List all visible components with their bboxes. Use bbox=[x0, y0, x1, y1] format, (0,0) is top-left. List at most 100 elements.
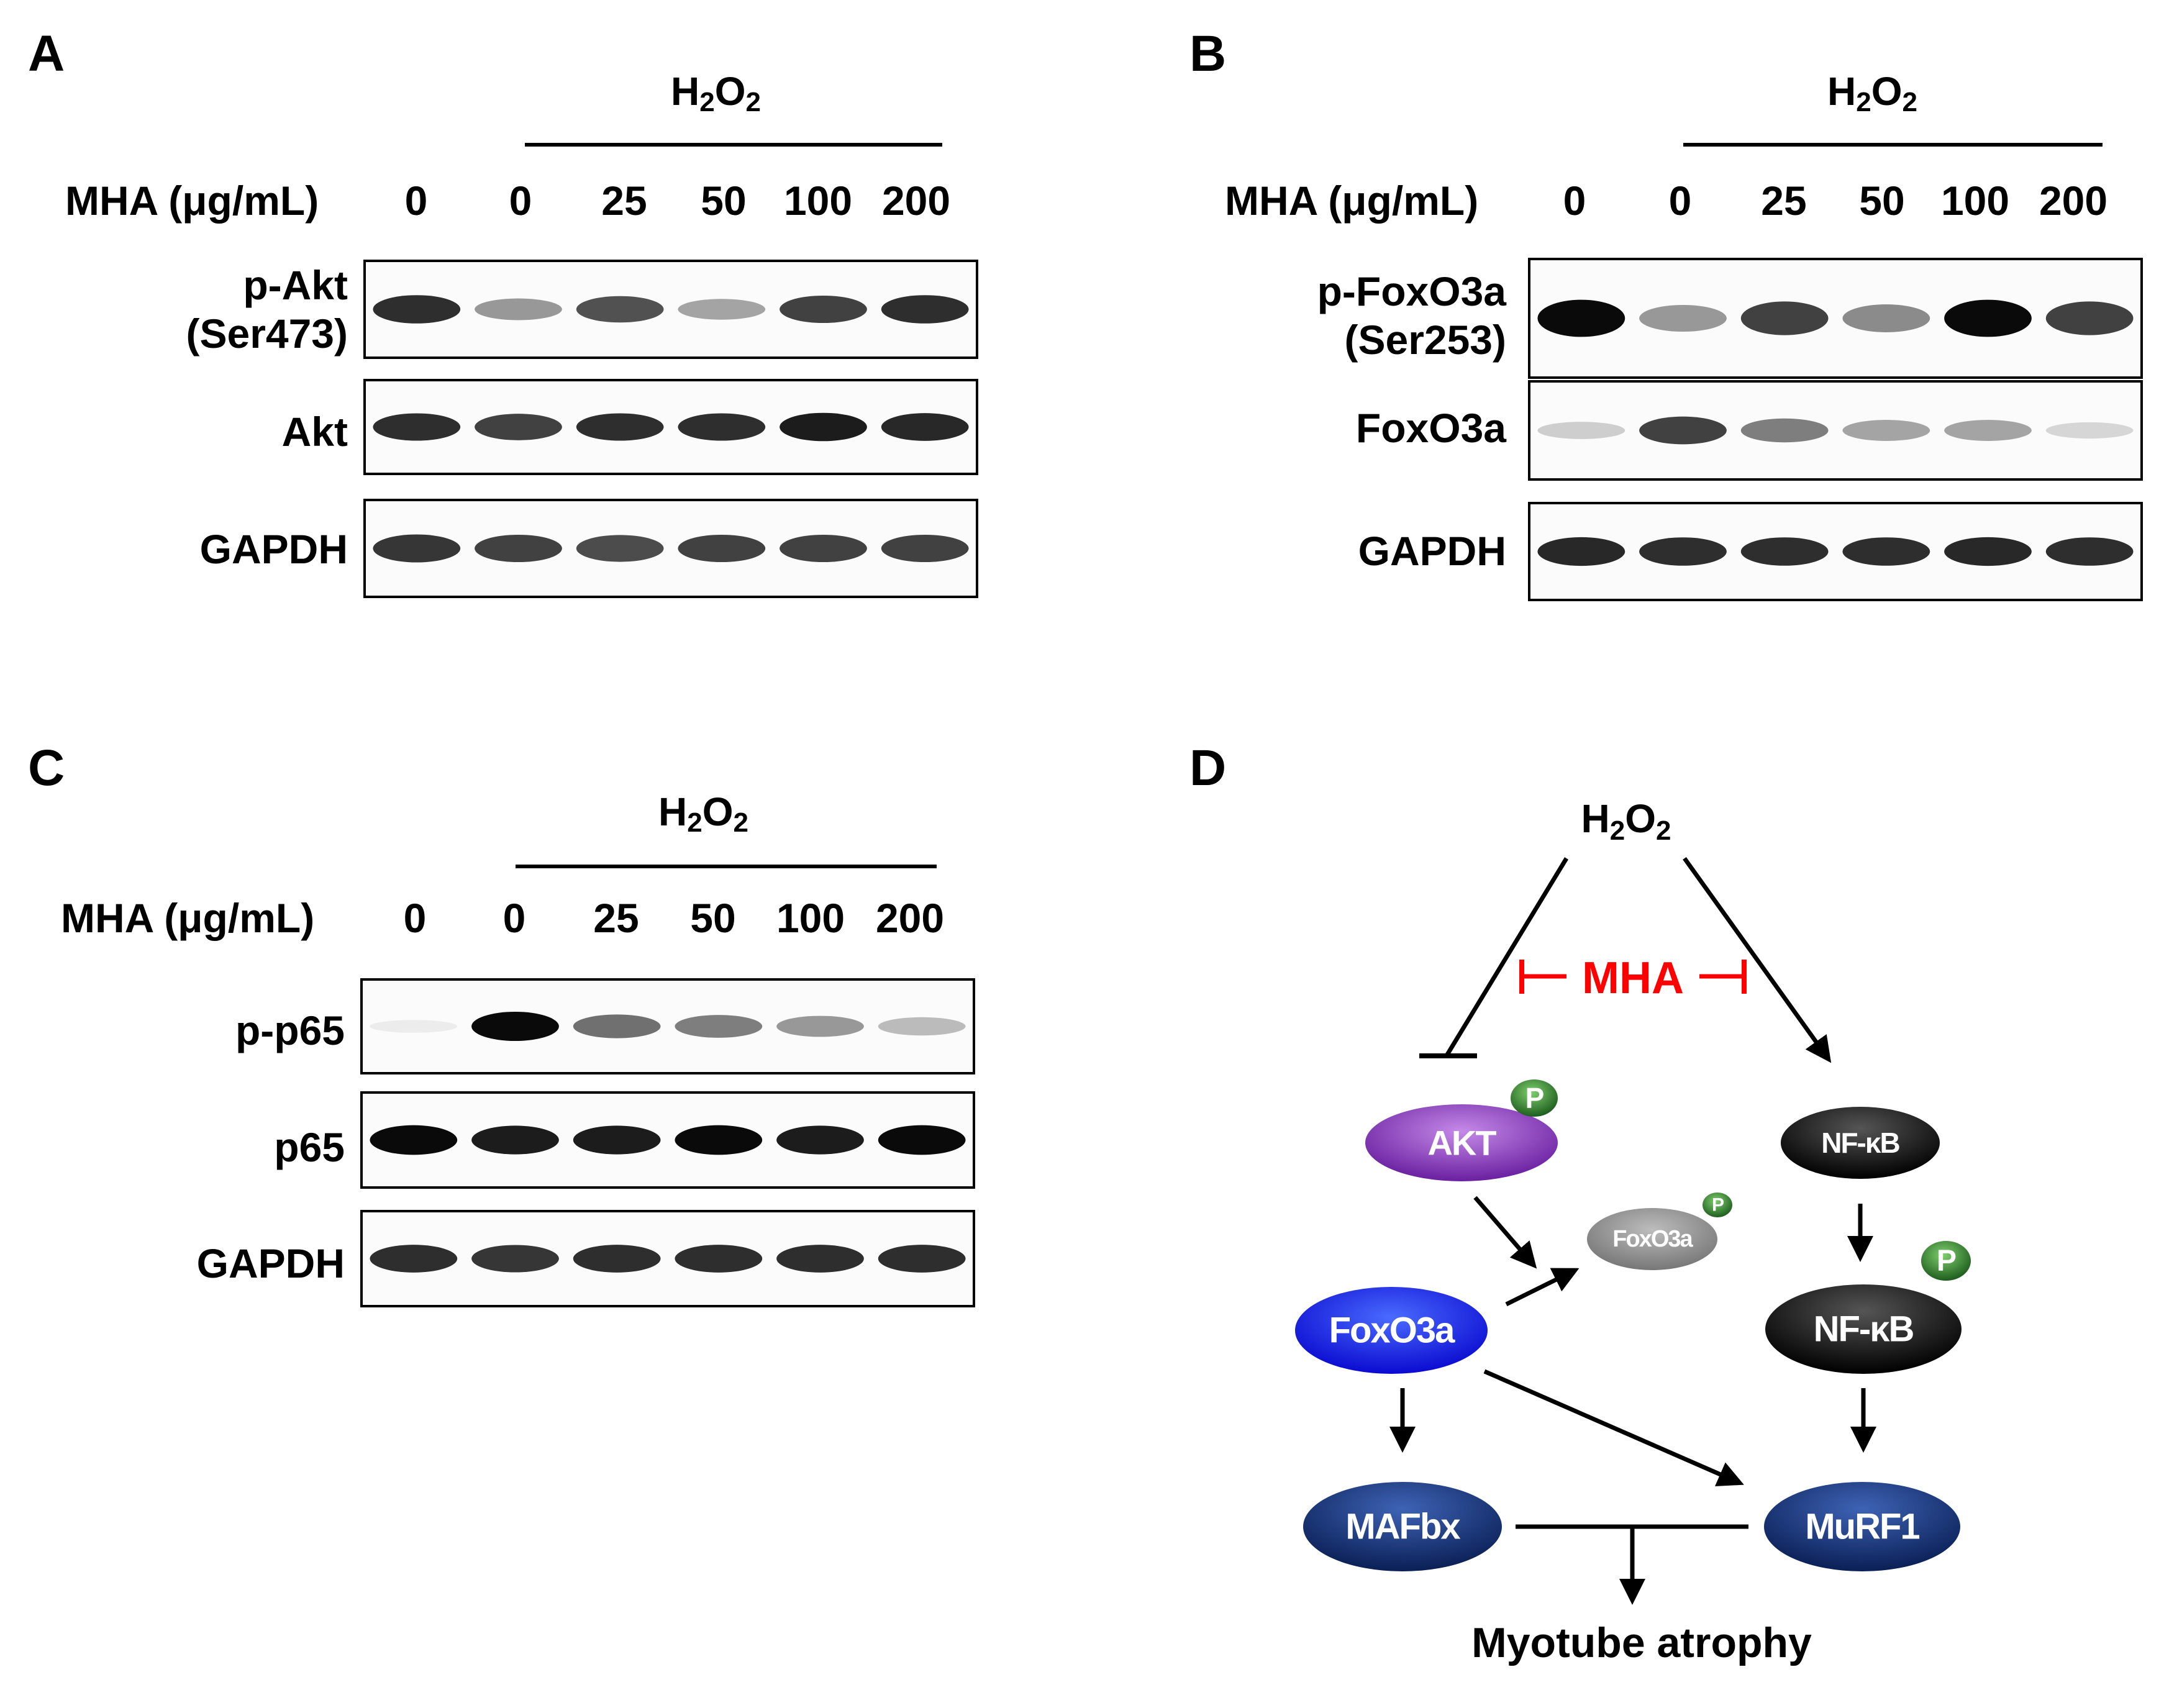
treatment-label: H2O2 bbox=[1827, 69, 1917, 117]
blot-band bbox=[780, 295, 867, 324]
blot-band bbox=[1944, 299, 2032, 337]
blot-band bbox=[373, 534, 461, 563]
dose-value: 200 bbox=[875, 895, 945, 941]
blot-band bbox=[471, 1011, 559, 1042]
blot-band bbox=[1740, 301, 1829, 335]
blot-band bbox=[878, 1125, 966, 1155]
murf1-node bbox=[1764, 1482, 1960, 1571]
blot-lanes bbox=[1537, 537, 2134, 566]
blot-band bbox=[1639, 416, 1727, 445]
blot-band bbox=[1537, 422, 1625, 439]
phospho-badge bbox=[1703, 1192, 1732, 1217]
blot-label: p-Akt(Ser473) bbox=[186, 262, 348, 357]
western-blot bbox=[363, 379, 978, 475]
western-blot bbox=[360, 978, 975, 1074]
blot-label: GAPDH bbox=[1358, 528, 1506, 574]
dose-axis-label: MHA (μg/mL) bbox=[61, 895, 315, 941]
blot-band bbox=[678, 534, 766, 563]
foxo3a-phospho-label: FoxO3a bbox=[1612, 1226, 1693, 1252]
mafbx-label: MAFbx bbox=[1345, 1507, 1460, 1547]
blot-band bbox=[1944, 537, 2032, 566]
western-blot bbox=[363, 260, 978, 359]
dose-value: 0 bbox=[509, 178, 532, 224]
dose-value: 25 bbox=[1761, 178, 1807, 224]
dose-value: 100 bbox=[1940, 178, 2010, 224]
blot-band bbox=[576, 535, 664, 562]
dose-value: 0 bbox=[404, 178, 428, 224]
dose-value: 200 bbox=[881, 178, 951, 224]
blot-band bbox=[2045, 537, 2134, 566]
treatment-bracket bbox=[525, 143, 942, 147]
foxo3a-label: FoxO3a bbox=[1329, 1311, 1455, 1351]
dose-value: 0 bbox=[403, 895, 427, 941]
mha-label: MHA bbox=[1582, 953, 1684, 1003]
dose-value: 100 bbox=[776, 895, 845, 941]
dose-value: 0 bbox=[502, 895, 526, 941]
blot-band bbox=[776, 1125, 864, 1155]
dose-value: 0 bbox=[1668, 178, 1692, 224]
blot-label: p-FoxO3a(Ser253) bbox=[1317, 268, 1506, 363]
treatment-label: H2O2 bbox=[658, 789, 748, 838]
panel-letter: B bbox=[1189, 25, 1227, 82]
murf1-label: MuRF1 bbox=[1805, 1507, 1919, 1547]
activation-arrow bbox=[1473, 1196, 1537, 1269]
western-blot bbox=[360, 1210, 975, 1307]
dose-value: 50 bbox=[690, 895, 736, 941]
blot-band bbox=[373, 295, 461, 324]
activation-arrow bbox=[1505, 1268, 1580, 1307]
dose-value: 25 bbox=[601, 178, 647, 224]
dose-axis-label: MHA (μg/mL) bbox=[65, 178, 319, 224]
blot-lanes bbox=[373, 295, 969, 324]
blot-band bbox=[1537, 299, 1625, 337]
nfkb-phospho-node bbox=[1765, 1284, 1962, 1374]
blot-band bbox=[776, 1015, 864, 1037]
blot-band bbox=[573, 1125, 661, 1155]
western-blot bbox=[363, 499, 978, 598]
phospho-badge bbox=[1921, 1241, 1971, 1281]
blot-band bbox=[1740, 537, 1829, 566]
blot-band bbox=[2045, 422, 2134, 439]
foxo3a-phospho-node bbox=[1587, 1208, 1717, 1270]
panel-letter: A bbox=[28, 25, 65, 82]
blot-lanes bbox=[1537, 299, 2134, 337]
blot-band bbox=[1842, 420, 1930, 441]
blot-lanes bbox=[370, 1245, 966, 1273]
treatment-bracket bbox=[516, 865, 937, 868]
blot-band bbox=[576, 413, 664, 441]
blot-label: FoxO3a bbox=[1355, 405, 1506, 451]
phospho-label: P bbox=[1525, 1082, 1544, 1114]
blot-band bbox=[471, 1125, 559, 1155]
blot-band bbox=[878, 1017, 966, 1036]
blot-band bbox=[776, 1245, 864, 1273]
western-blot bbox=[1528, 258, 2143, 379]
western-blot bbox=[360, 1091, 975, 1189]
akt-label: AKT bbox=[1427, 1124, 1496, 1163]
blot-lanes bbox=[370, 1011, 966, 1042]
blot-band bbox=[881, 534, 969, 563]
nfkb-node bbox=[1781, 1107, 1940, 1179]
blot-label: p65 bbox=[274, 1124, 345, 1170]
dose-value: 50 bbox=[1859, 178, 1905, 224]
blot-band bbox=[370, 1125, 458, 1155]
blot-lanes bbox=[373, 534, 969, 563]
blot-label: GAPDH bbox=[199, 526, 348, 572]
blot-band bbox=[881, 413, 969, 441]
akt-node bbox=[1365, 1104, 1558, 1181]
blot-band bbox=[370, 1020, 458, 1033]
blot-band bbox=[370, 1245, 458, 1273]
blot-band bbox=[678, 299, 766, 320]
blot-band bbox=[675, 1125, 763, 1155]
blot-band bbox=[675, 1245, 763, 1273]
dose-axis-label: MHA (μg/mL) bbox=[1225, 178, 1479, 224]
blot-band bbox=[1537, 537, 1625, 566]
treatment-bracket bbox=[1683, 143, 2103, 147]
panel-letter: D bbox=[1189, 740, 1227, 796]
blot-band bbox=[780, 534, 867, 563]
outcome-label: Myotube atrophy bbox=[1471, 1619, 1812, 1666]
inhibition-line bbox=[1445, 857, 1568, 1056]
blot-label: p-p65 bbox=[235, 1007, 345, 1053]
treatment-label: H2O2 bbox=[671, 69, 761, 117]
mafbx-node bbox=[1303, 1482, 1502, 1571]
activation-arrow bbox=[1683, 856, 1832, 1063]
